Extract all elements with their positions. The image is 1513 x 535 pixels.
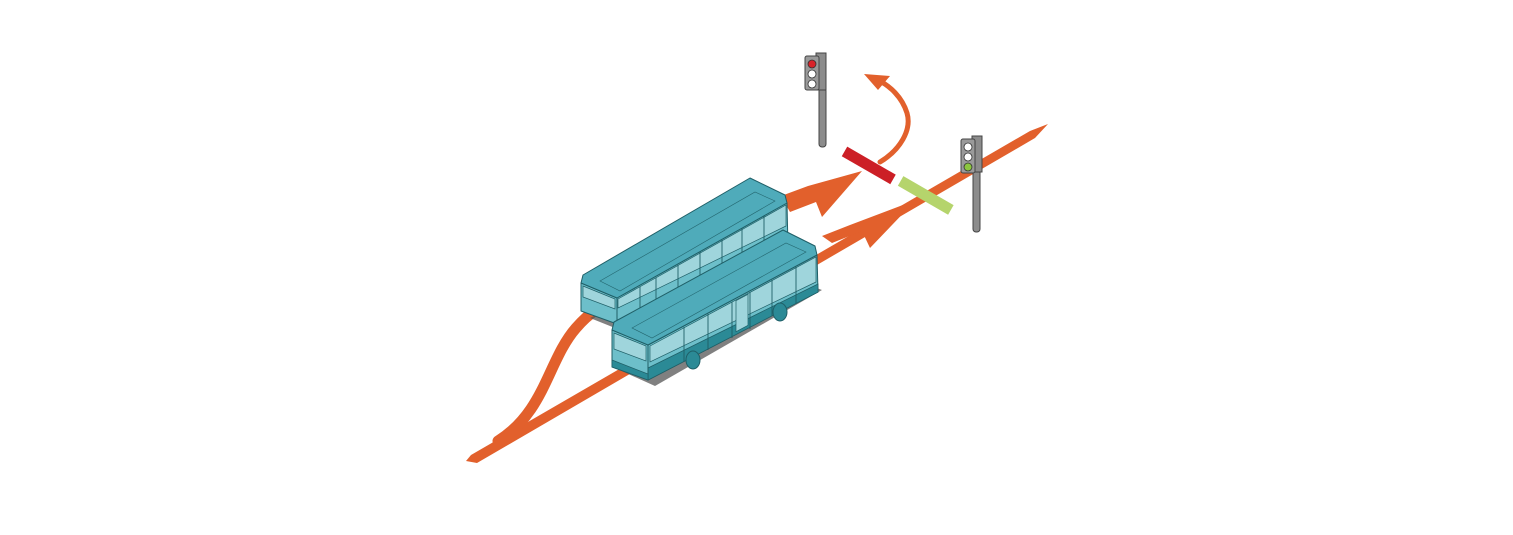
- bus-windows: [649, 256, 817, 363]
- signal-lamp-bottom: [963, 162, 973, 172]
- stop-line-red: [841, 146, 896, 185]
- signal-lamp-top: [807, 59, 817, 69]
- signal-lamp-middle: [963, 152, 973, 162]
- bus-icon: [611, 229, 822, 386]
- bus-front-glass: [613, 332, 647, 362]
- signal-lamp-top: [963, 142, 973, 152]
- bus-roof-panel: [599, 191, 776, 292]
- traffic-light-icon: [804, 52, 827, 148]
- turn-route-path: [875, 77, 911, 165]
- signal-pole: [972, 167, 981, 233]
- bus-window-dividers: [683, 267, 797, 362]
- left-lane-arrow: [781, 171, 862, 217]
- traffic-light-icon: [960, 135, 983, 233]
- bus-bumper: [611, 359, 649, 381]
- bus-door: [735, 293, 749, 333]
- right-lane-arrow: [822, 200, 916, 248]
- bus-icon: [580, 177, 790, 330]
- bus-windows: [617, 204, 787, 309]
- bus-roof-panel: [631, 242, 807, 339]
- bus-wheel-rear: [772, 302, 788, 322]
- signal-lamp-middle: [807, 69, 817, 79]
- signal-lamp-bottom: [807, 79, 817, 89]
- stop-line-green: [897, 176, 954, 215]
- turn-arrow-head: [864, 74, 890, 90]
- signal-pole: [818, 87, 827, 148]
- bus-front-glass: [582, 285, 616, 310]
- bus-wheel-front: [685, 350, 701, 370]
- branch-route-path: [492, 298, 620, 447]
